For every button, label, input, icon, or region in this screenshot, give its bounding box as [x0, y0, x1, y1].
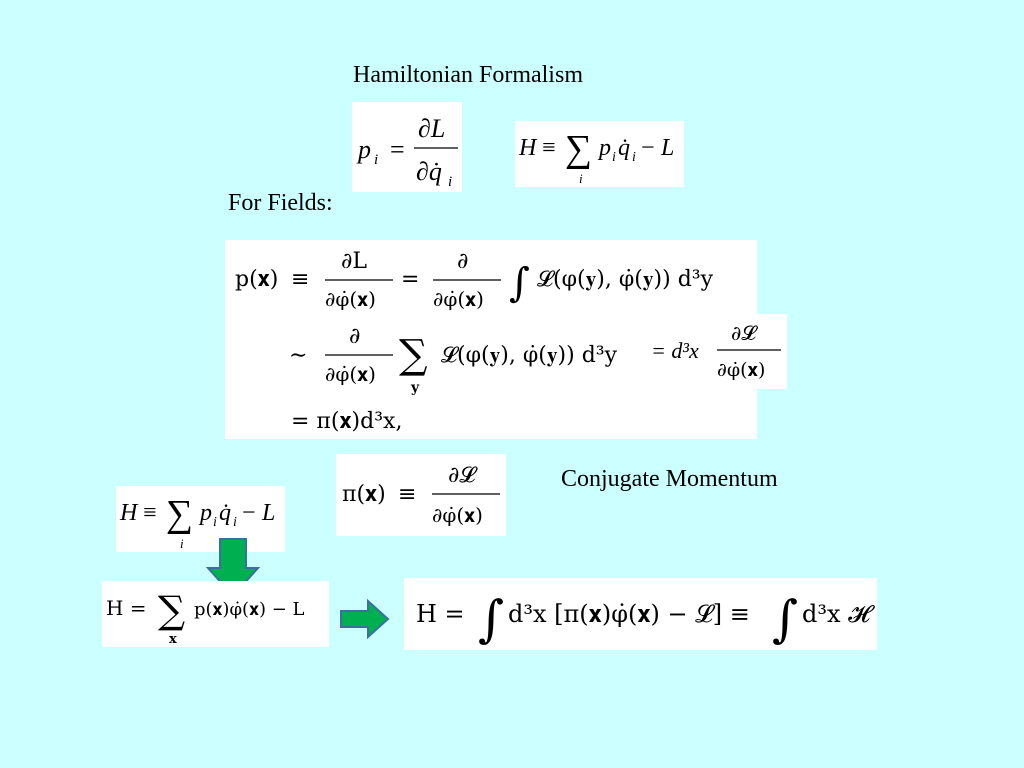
conj-eq-den: ∂φ̇(𝐱) — [432, 503, 483, 527]
eq2-L: L — [660, 135, 674, 161]
right-arrow-shape — [340, 598, 390, 640]
field-eq-lhs: p(𝐱) — [235, 267, 278, 292]
eq4-sum-index: 𝐱 — [169, 632, 177, 647]
conj-eq-num: ∂𝓛 — [448, 463, 478, 488]
eq3-equiv: ≡ — [143, 500, 157, 526]
field-eq-num2: ∂ — [457, 249, 468, 274]
eq3-L: L — [261, 500, 275, 526]
field-eq-summand: 𝓛(φ(𝐲), φ̇(𝐲)) d³y — [441, 343, 618, 368]
field-eq-den2: ∂φ̇(𝐱) — [433, 287, 484, 311]
eq3-minus: − — [242, 500, 256, 526]
eq3-p: p — [198, 500, 212, 526]
side-eq-num: ∂𝓛 — [731, 321, 758, 345]
field-eq-sim: ∼ — [289, 343, 307, 368]
eq4-summand: p(𝐱)φ̇(𝐱) − L — [194, 599, 305, 620]
field-eq-num3: ∂ — [349, 324, 360, 349]
eq1-denominator-sub: i — [448, 174, 452, 190]
for-fields-label: For Fields: — [228, 190, 333, 216]
equation-hamiltonian: H ≡ ∑ i p i q̇ i − L — [515, 121, 684, 187]
eq1-denominator: ∂q̇ — [416, 157, 442, 186]
eq3-sum: ∑ — [166, 493, 193, 535]
eq5-integral2: ∫ — [772, 590, 798, 648]
eq4-lhs: H = — [106, 596, 147, 620]
field-eq-equals1: = — [401, 267, 419, 292]
eq1-lhs: p — [356, 135, 371, 164]
eq3-sub2: i — [233, 515, 237, 530]
eq1-lhs-sub: i — [374, 152, 378, 168]
eq2-p: p — [597, 135, 611, 161]
page-title: Hamiltonian Formalism — [353, 62, 583, 88]
field-eq-sum-index: 𝐲 — [410, 380, 420, 396]
field-eq-den1: ∂φ̇(𝐱) — [325, 287, 376, 311]
field-eq-result: = π(𝐱)d³x, — [291, 409, 402, 434]
equation-canonical-momentum: p i = ∂L ∂q̇ i — [352, 102, 462, 192]
eq5-middle: d³x [π(𝐱)φ̇(𝐱) − 𝓛] ≡ — [508, 600, 750, 628]
eq2-sub2: i — [632, 150, 636, 165]
equation-field-momentum-density: = d³x ∂𝓛 ∂φ̇(𝐱) — [647, 314, 787, 389]
eq3-sum-index: i — [180, 536, 184, 551]
eq3-H: H — [119, 500, 139, 526]
eq2-sub1: i — [612, 150, 616, 165]
eq1-numerator: ∂L — [418, 114, 445, 143]
eq5-lhs: H = — [416, 600, 465, 628]
field-eq-den3: ∂φ̇(𝐱) — [325, 362, 376, 386]
conjugate-momentum-label: Conjugate Momentum — [561, 466, 778, 492]
eq4-sum: ∑ — [158, 588, 185, 632]
conj-eq-lhs: π(𝐱) — [342, 482, 386, 507]
eq1-equals: = — [390, 135, 405, 164]
equation-hamiltonian-density: H = ∫ d³x [π(𝐱)φ̇(𝐱) − 𝓛] ≡ ∫ d³x 𝓗 — [404, 578, 877, 650]
side-eq-den: ∂φ̇(𝐱) — [717, 359, 765, 381]
field-eq-num1: ∂L — [341, 249, 367, 274]
eq3-q: q̇ — [219, 500, 231, 526]
field-eq-sum: ∑ — [399, 332, 428, 378]
field-eq-equiv: ≡ — [291, 267, 309, 292]
equation-hamiltonian-field-sum: H = ∑ 𝐱 p(𝐱)φ̇(𝐱) − L — [102, 581, 329, 647]
eq2-minus: − — [641, 135, 655, 161]
equation-field-momentum: p(𝐱) ≡ ∂L ∂φ̇(𝐱) = ∂ ∂φ̇(𝐱) ∫ 𝓛(φ(𝐲), φ̇… — [225, 240, 757, 439]
eq2-sum: ∑ — [565, 128, 592, 170]
eq5-rhs: d³x 𝓗 — [802, 600, 875, 628]
side-eq-lhs: = d³x — [651, 338, 699, 363]
field-eq-integral: ∫ — [509, 260, 530, 306]
right-arrow-icon — [340, 598, 390, 640]
eq2-equiv: ≡ — [542, 135, 556, 161]
equation-conjugate-momentum: π(𝐱) ≡ ∂𝓛 ∂φ̇(𝐱) — [336, 454, 506, 536]
conj-eq-equiv: ≡ — [398, 482, 416, 507]
equation-hamiltonian-repeat: H ≡ ∑ i p i q̇ i − L — [116, 486, 285, 552]
eq3-sub1: i — [213, 515, 217, 530]
eq2-q: q̇ — [618, 135, 630, 161]
eq2-H: H — [518, 135, 538, 161]
field-eq-integrand: 𝓛(φ(𝐲), φ̇(𝐲)) d³y — [537, 267, 714, 292]
eq5-integral1: ∫ — [478, 590, 504, 648]
eq2-sum-index: i — [579, 171, 583, 186]
